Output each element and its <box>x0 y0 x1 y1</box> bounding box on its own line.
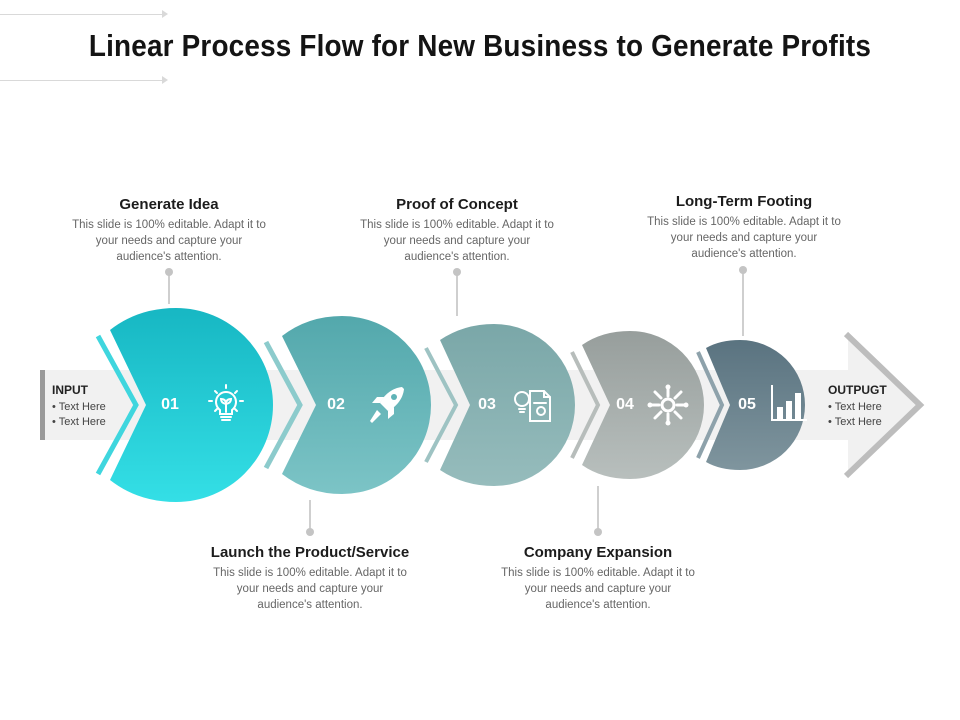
input-block: INPUT Text Here Text Here <box>52 383 106 430</box>
step-5-shape <box>706 340 805 470</box>
connector-2-dot <box>306 528 314 536</box>
step-2-chevron <box>263 340 303 470</box>
step-1-shape <box>110 308 273 502</box>
gear-network-icon <box>647 384 689 426</box>
step-3-title: Proof of Concept <box>396 196 518 213</box>
rocket-icon <box>370 387 404 423</box>
step-3-callout: Proof of Concept This slide is 100% edit… <box>357 196 557 265</box>
connector-4-dot <box>594 528 602 536</box>
step-2-number: 02 <box>327 396 345 413</box>
step-1-chevron <box>95 334 139 476</box>
flow-arrow-outline <box>843 331 925 479</box>
input-marker <box>40 370 45 440</box>
step-4-chevron <box>570 351 601 459</box>
input-heading: INPUT <box>52 383 88 397</box>
output-item: Text Here <box>828 400 887 415</box>
output-block: OUTPUGT Text Here Text Here <box>828 383 887 430</box>
step-2-shape <box>282 316 431 494</box>
input-item: Text Here <box>52 415 106 430</box>
step-5-title: Long-Term Footing <box>675 193 813 210</box>
step-2-callout: Launch the Product/Service This slide is… <box>210 544 410 613</box>
decorative-arrow-bottom <box>162 76 168 84</box>
step-2-title: Launch the Product/Service <box>210 544 410 561</box>
step-1-title: Generate Idea <box>119 196 219 213</box>
step-2-description: This slide is 100% editable. Adapt it to… <box>213 567 407 611</box>
output-item: Text Here <box>828 415 887 430</box>
step-3-number: 03 <box>478 396 496 413</box>
decorative-line-bottom <box>0 80 164 81</box>
step-5-chevron <box>696 351 725 459</box>
step-3-chevron <box>424 347 459 463</box>
step-1-description: This slide is 100% editable. Adapt it to… <box>72 219 266 263</box>
bar-chart-icon <box>771 385 807 421</box>
decorative-arrow-top <box>162 10 168 18</box>
idea-document-icon <box>514 390 551 422</box>
step-3-description: This slide is 100% editable. Adapt it to… <box>360 219 554 263</box>
step-5-description: This slide is 100% editable. Adapt it to… <box>647 216 841 260</box>
connector-3-dot <box>453 268 461 276</box>
step-4-description: This slide is 100% editable. Adapt it to… <box>501 567 695 611</box>
step-4-number: 04 <box>616 396 634 413</box>
input-item: Text Here <box>52 400 106 415</box>
output-heading: OUTPUGT <box>828 383 887 397</box>
page-title: Linear Process Flow for New Business to … <box>88 28 872 63</box>
step-3-shape <box>440 324 575 486</box>
step-4-callout: Company Expansion This slide is 100% edi… <box>498 544 698 613</box>
decorative-line-top <box>0 14 164 15</box>
step-5-number: 05 <box>738 396 756 413</box>
step-1-callout: Generate Idea This slide is 100% editabl… <box>69 196 269 265</box>
connector-1-dot <box>165 268 173 276</box>
step-4-shape <box>582 331 704 479</box>
connector-5-dot <box>739 266 747 274</box>
step-5-callout: Long-Term Footing This slide is 100% edi… <box>644 193 844 262</box>
step-4-title: Company Expansion <box>523 544 673 561</box>
lightbulb-plant-icon <box>208 384 244 421</box>
step-1-number: 01 <box>161 396 179 413</box>
